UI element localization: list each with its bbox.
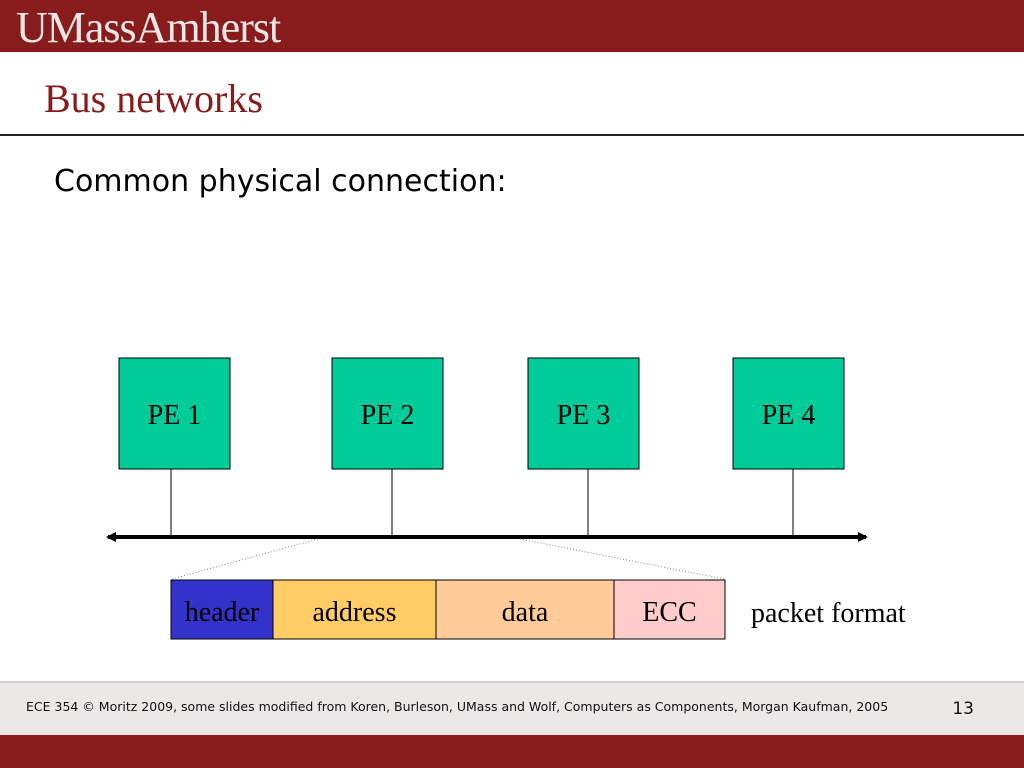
pe-1: PE 1 bbox=[118, 357, 231, 537]
pe-3-box bbox=[527, 357, 640, 470]
slide-title: Bus networks bbox=[44, 76, 263, 121]
bottom-banner bbox=[0, 735, 1024, 768]
pe-4-label: PE 4 bbox=[762, 400, 816, 431]
pe-1-label: PE 1 bbox=[148, 400, 202, 431]
pe-1-box bbox=[118, 357, 231, 470]
packet-ecc-label: ECC bbox=[642, 597, 696, 628]
pe-4-box bbox=[732, 357, 845, 470]
packet-ecc-field bbox=[613, 579, 726, 640]
title-divider bbox=[0, 134, 1024, 136]
packet-data-label: data bbox=[502, 597, 549, 628]
packet-header-label: header bbox=[185, 597, 260, 628]
packet-format-caption: packet format bbox=[751, 598, 906, 629]
packet-format: header address data ECC bbox=[170, 579, 726, 640]
umass-logo: UMassAmherst bbox=[16, 3, 281, 52]
pe-2-box bbox=[331, 357, 444, 470]
top-banner: UMassAmherst bbox=[0, 0, 1024, 52]
pe-2: PE 2 bbox=[331, 357, 444, 537]
footer-bar: ECE 354 © Moritz 2009, some slides modif… bbox=[0, 681, 1024, 735]
packet-address-label: address bbox=[313, 597, 397, 628]
pe-3-label: PE 3 bbox=[557, 400, 611, 431]
pe-3: PE 3 bbox=[527, 357, 640, 537]
zoom-line-right bbox=[519, 538, 725, 580]
zoom-line-left bbox=[171, 538, 319, 580]
pe-2-label: PE 2 bbox=[361, 400, 415, 431]
packet-address-field bbox=[272, 579, 437, 640]
page-number: 13 bbox=[952, 699, 974, 719]
pe-4: PE 4 bbox=[732, 357, 845, 537]
bullet-text: Common physical connection: bbox=[54, 164, 507, 199]
footer-credit: ECE 354 © Moritz 2009, some slides modif… bbox=[26, 699, 889, 714]
packet-header-field bbox=[170, 579, 274, 640]
